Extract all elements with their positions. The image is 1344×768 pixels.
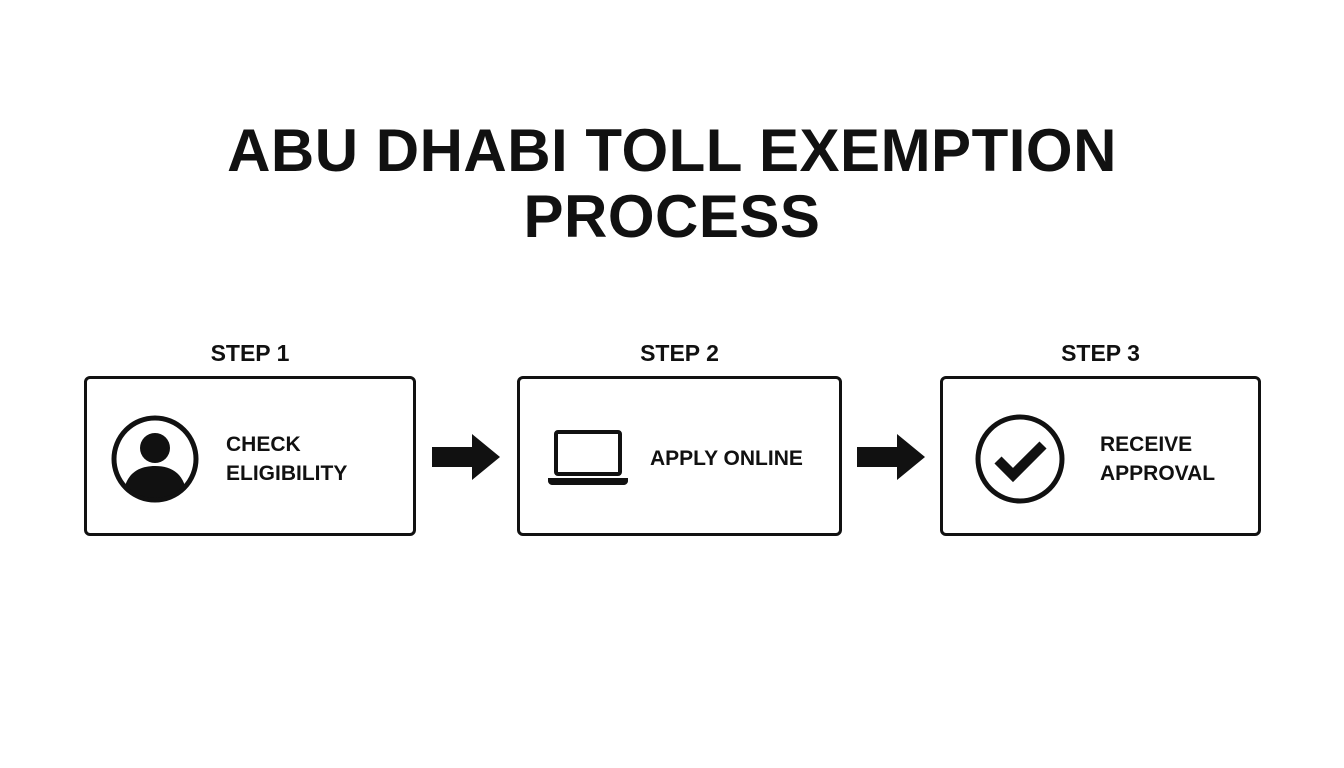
arrow-right-icon bbox=[432, 434, 500, 480]
user-icon bbox=[111, 415, 199, 503]
arrow-right-icon bbox=[857, 434, 925, 480]
laptop-icon bbox=[548, 430, 628, 485]
step-3-text-line-1: RECEIVE bbox=[1100, 433, 1193, 456]
step-2-text: APPLY ONLINE bbox=[650, 444, 803, 473]
step-3-text: RECEIVE APPROVAL bbox=[1100, 430, 1215, 488]
step-3-text-line-2: APPROVAL bbox=[1100, 462, 1216, 485]
step-3-label: STEP 3 bbox=[1061, 340, 1140, 366]
step-1-text-line-2: ELIGIBILITY bbox=[226, 462, 348, 485]
step-2-text-line-1: APPLY ONLINE bbox=[650, 447, 803, 470]
step-2-box: APPLY ONLINE bbox=[517, 376, 842, 536]
title-line-1: ABU DHABI TOLL EXEMPTION bbox=[227, 117, 1117, 184]
step-1-box: CHECK ELIGIBILITY bbox=[84, 376, 416, 536]
step-2-label: STEP 2 bbox=[640, 340, 719, 366]
step-1-text: CHECK ELIGIBILITY bbox=[226, 430, 347, 488]
diagram-title: ABU DHABI TOLL EXEMPTION PROCESS bbox=[0, 118, 1344, 250]
checkmark-circle-icon bbox=[975, 414, 1065, 504]
step-3-box: RECEIVE APPROVAL bbox=[940, 376, 1261, 536]
step-1-label: STEP 1 bbox=[210, 340, 290, 366]
step-1-text-line-1: CHECK bbox=[226, 433, 301, 456]
title-line-2: PROCESS bbox=[523, 183, 821, 250]
